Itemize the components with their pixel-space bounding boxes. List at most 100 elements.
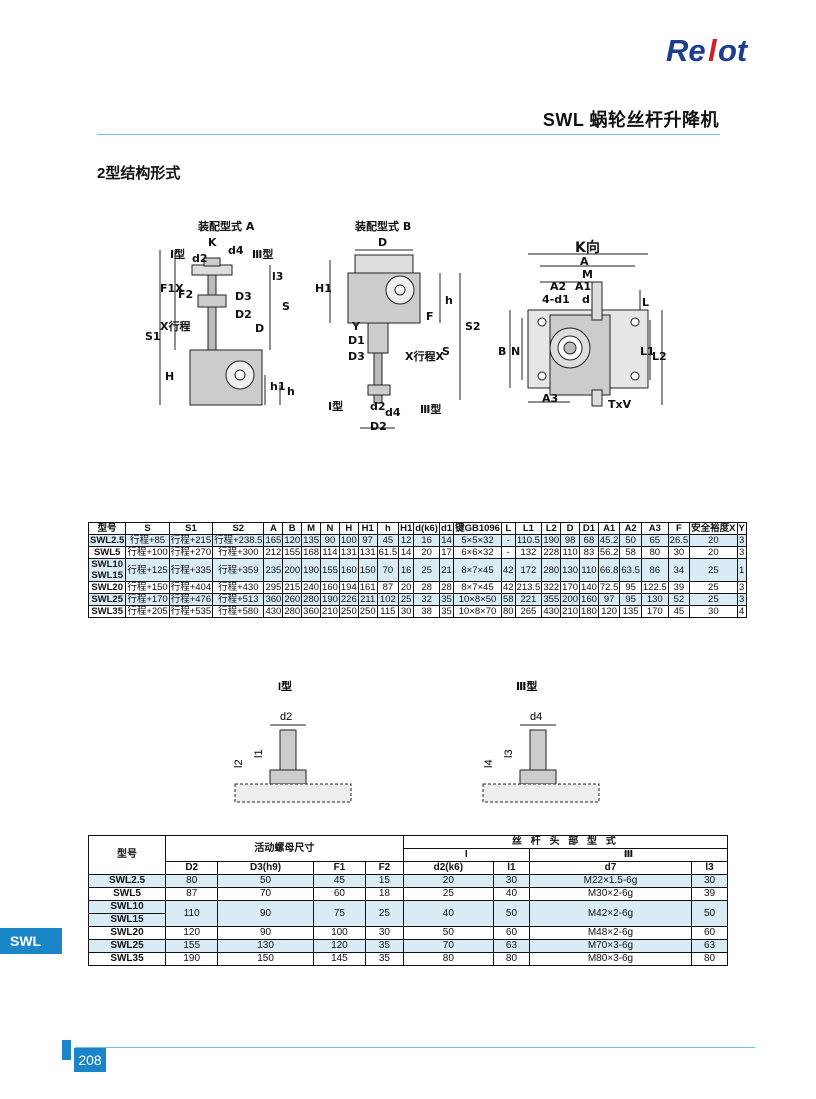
t2-sub-header-cell: D3(h9) bbox=[217, 861, 314, 875]
t1-cell: 26.5 bbox=[667, 534, 691, 547]
t2-cell: 80 bbox=[492, 952, 530, 966]
t1-header-cell: D1 bbox=[579, 522, 599, 535]
t1-cell: 35 bbox=[438, 593, 455, 606]
t2-cell: M48×2-6g bbox=[528, 926, 693, 940]
t2-cell: 130 bbox=[217, 939, 314, 953]
label-d1-b: D1 bbox=[348, 334, 365, 347]
t1-cell: 行程+150 bbox=[125, 581, 170, 594]
label-a3-k: A3 bbox=[542, 392, 558, 405]
t1-cell: 280 bbox=[301, 593, 322, 606]
label-type-iii-a: Ⅲ型 bbox=[252, 247, 273, 261]
t1-cell: 45 bbox=[376, 534, 400, 547]
label-s1-a: S1 bbox=[145, 330, 161, 343]
t2-cell: 25 bbox=[402, 887, 494, 901]
shaft-label-type-iii: Ⅲ型 bbox=[516, 680, 537, 693]
t1-header-cell: F bbox=[667, 522, 691, 535]
t1-model-cell: SWL2.5 bbox=[87, 534, 127, 547]
t1-cell: 39 bbox=[667, 581, 691, 594]
t2-model-cell: SWL25 bbox=[88, 939, 166, 953]
t1-cell: 30 bbox=[398, 605, 415, 618]
t1-cell: 行程+335 bbox=[168, 558, 214, 582]
label-x-stroke-b: X行程X bbox=[405, 349, 444, 363]
t1-cell: 25 bbox=[689, 593, 738, 606]
label-l2-k: L2 bbox=[652, 350, 667, 363]
t1-cell: 42 bbox=[500, 581, 516, 594]
label-d-small-k: d bbox=[582, 293, 590, 306]
t1-header-cell: Y bbox=[736, 522, 747, 535]
t2-cell: 75 bbox=[312, 900, 367, 927]
t2-cell: 50 bbox=[402, 926, 494, 940]
label-d3-b: D3 bbox=[348, 350, 365, 363]
label-s-a: S bbox=[282, 300, 290, 313]
t1-cell: 150 bbox=[357, 558, 378, 582]
t1-cell: 360 bbox=[301, 605, 322, 618]
t1-cell: 68 bbox=[579, 534, 599, 547]
t2-cell: 25 bbox=[365, 900, 404, 927]
t1-header-cell: 型号 bbox=[87, 522, 127, 535]
t1-cell: 行程+215 bbox=[168, 534, 214, 547]
side-tab: SWL bbox=[0, 928, 62, 954]
t1-cell: 212 bbox=[263, 546, 284, 559]
t1-cell: 34 bbox=[667, 558, 691, 582]
t2-model-header: 型号 bbox=[88, 835, 166, 875]
t1-cell: 行程+170 bbox=[125, 593, 170, 606]
t1-cell: 25 bbox=[413, 558, 440, 582]
t1-cell: 3 bbox=[736, 593, 747, 606]
t1-cell: 240 bbox=[301, 581, 322, 594]
t1-cell: 80 bbox=[500, 605, 516, 618]
t2-cell: 90 bbox=[217, 900, 314, 927]
t1-cell: 1 bbox=[736, 558, 747, 582]
label-assembly-b: 装配型式 B bbox=[354, 219, 411, 233]
t1-header-cell: d(k6) bbox=[413, 522, 440, 535]
t1-cell: 14 bbox=[438, 534, 455, 547]
t1-cell: 70 bbox=[376, 558, 400, 582]
t2-sub-header-cell: d2(k6) bbox=[402, 861, 494, 875]
t1-cell: 140 bbox=[579, 581, 599, 594]
t2-cell: 87 bbox=[164, 887, 219, 901]
section-title: 2型结构形式 bbox=[97, 165, 181, 182]
shaft-head-type-iii: Ⅲ型 d4 l3 l4 bbox=[482, 680, 600, 803]
t1-cell: 160 bbox=[320, 581, 340, 594]
t1-cell: 30 bbox=[689, 605, 738, 618]
t2-cell: 80 bbox=[402, 952, 494, 966]
label-d2-cap-b: D2 bbox=[370, 420, 387, 433]
t1-cell: 322 bbox=[541, 581, 562, 594]
label-s2-b: S2 bbox=[465, 320, 481, 333]
label-h-small-a: h bbox=[287, 385, 295, 398]
t1-cell: 行程+205 bbox=[125, 605, 170, 618]
t1-cell: 86 bbox=[640, 558, 669, 582]
table-row: SWL15 bbox=[88, 913, 728, 927]
t2-type-iii-header: Ⅲ bbox=[528, 848, 729, 862]
label-d2-a: d2 bbox=[192, 252, 208, 265]
label-assembly-a: 装配型式 A bbox=[197, 219, 255, 233]
t1-cell: 20 bbox=[689, 546, 738, 559]
t1-cell: 行程+359 bbox=[212, 558, 265, 582]
shaft-label-d4: d4 bbox=[530, 711, 542, 723]
label-f1x-a: F1X bbox=[160, 282, 184, 295]
t2-sub-header-cell: l3 bbox=[691, 861, 728, 875]
label-l1-k: L1 bbox=[640, 345, 655, 358]
t1-cell: 83 bbox=[579, 546, 599, 559]
t1-cell: 行程+270 bbox=[168, 546, 214, 559]
t1-cell: 52 bbox=[667, 593, 691, 606]
t1-cell: 90 bbox=[320, 534, 340, 547]
label-f2-a: F2 bbox=[178, 288, 193, 301]
t1-cell: 170 bbox=[560, 581, 581, 594]
t2-cell: M22×1.5-6g bbox=[528, 874, 693, 888]
label-m-k: M bbox=[582, 268, 593, 281]
label-b-k: B bbox=[498, 345, 506, 358]
label-s-b: S bbox=[442, 345, 450, 358]
shaft-label-l3: l3 bbox=[503, 749, 515, 758]
t2-cell: 70 bbox=[217, 887, 314, 901]
t1-cell: 行程+238.5 bbox=[212, 534, 265, 547]
label-h1-a: h1 bbox=[270, 380, 286, 393]
t2-cell: 63 bbox=[492, 939, 530, 953]
t1-cell: 265 bbox=[514, 605, 543, 618]
